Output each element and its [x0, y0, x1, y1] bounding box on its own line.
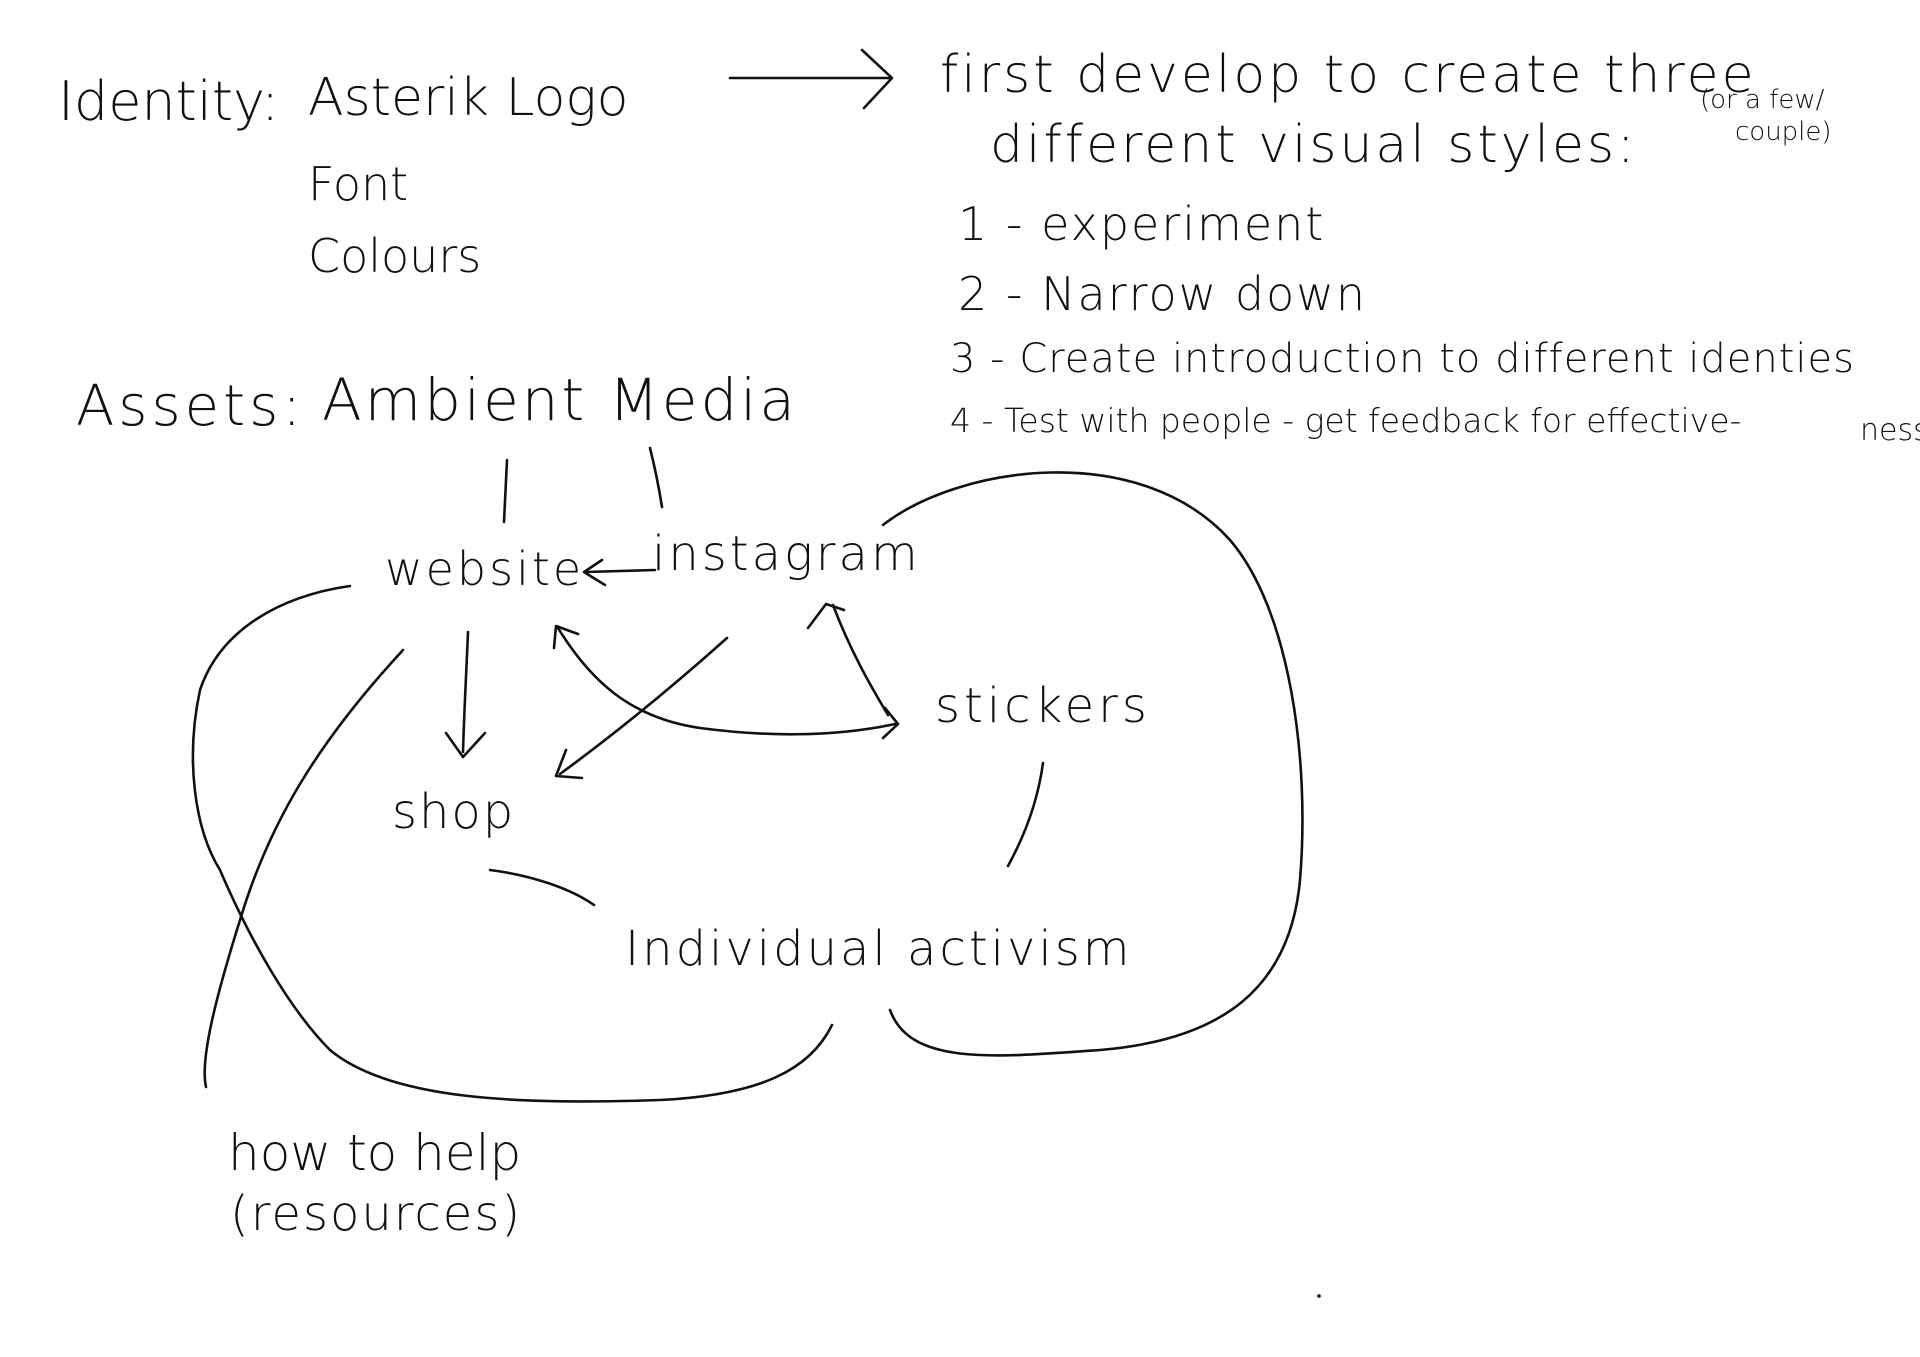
left-loop-curve: [191, 584, 834, 1103]
node-shop: shop: [392, 784, 515, 840]
stickers-to-activism-line: [1006, 761, 1045, 868]
identity-heading: Identity:: [58, 70, 279, 133]
stickers-to-website-arrow: [556, 626, 897, 736]
identity-item-colours: Colours: [308, 229, 481, 283]
assets-heading: Assets:: [76, 374, 305, 439]
identity-item-font: Font: [308, 157, 408, 211]
website-to-help-line: [203, 648, 405, 1089]
identity-item-logo: Asterik Logo: [308, 68, 628, 128]
stickers-end-arrowhead: [881, 706, 900, 740]
plan-step-2: 2 - Narrow down: [958, 267, 1367, 321]
plan-intro-line2: different visual styles:: [990, 115, 1638, 175]
node-website: website: [385, 542, 584, 596]
assets-title: Ambient Media: [322, 366, 798, 434]
plan-step-4-wrap: ness: [1860, 413, 1920, 448]
plan-aside-line2: couple): [1735, 117, 1832, 147]
plan-step-1: 1 - experiment: [958, 197, 1325, 251]
node-how-to-help: how to help: [228, 1124, 521, 1182]
plan-step-4: 4 - Test with people - get feedback for …: [950, 401, 1741, 440]
instagram-to-shop-arrow: [558, 636, 729, 776]
website-to-shop-arrowhead: [444, 731, 487, 759]
media-to-website-line: [502, 458, 509, 524]
instagram-to-shop-arrowhead: [554, 748, 584, 780]
outer-loop-curve: [881, 471, 1304, 1057]
instagram-to-website-arrowhead: [582, 558, 607, 587]
node-stickers: stickers: [935, 678, 1151, 734]
website-to-shop-arrow: [461, 630, 470, 754]
node-resources: (resources): [230, 1186, 522, 1242]
media-to-instagram-line: [648, 446, 664, 509]
stickers-to-website-arrowhead: [552, 624, 580, 650]
stickers-to-instagram-arrow: [831, 603, 890, 717]
node-individual-activism: Individual activism: [625, 921, 1133, 977]
node-instagram: instagram: [652, 526, 921, 582]
plan-step-3: 3 - Create introduction to different ide…: [950, 336, 1855, 382]
stickers-to-instagram-arrowhead: [806, 602, 846, 630]
plan-intro-line1: first develop to create three: [940, 45, 1757, 105]
shop-to-activism-line: [488, 868, 596, 907]
instagram-to-website-arrow: [583, 568, 657, 574]
connector-layer: [191, 48, 1321, 1298]
plan-aside-line1: (or a few/: [1700, 85, 1825, 115]
stray-dot: [1317, 1294, 1321, 1298]
identity-to-plan-arrowhead: [860, 48, 894, 110]
text-layer: Identity: Asterik Logo Font Colours firs…: [58, 45, 1920, 1242]
